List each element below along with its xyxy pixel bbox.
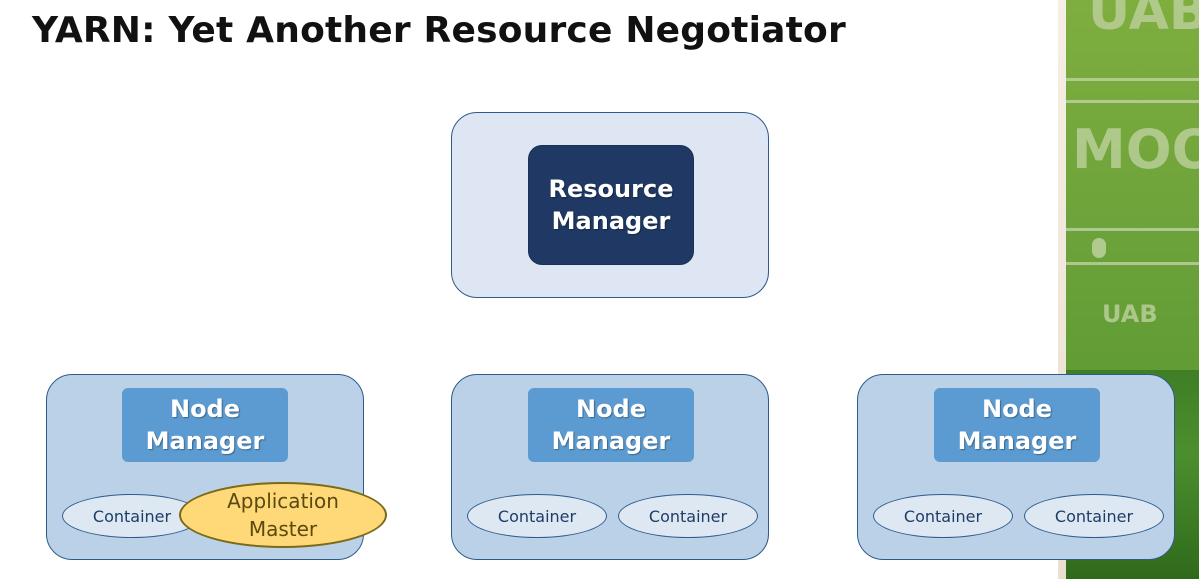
container-2-2: Container — [618, 494, 758, 538]
container-3-1: Container — [873, 494, 1013, 538]
resource-manager-label-2: Manager — [551, 207, 671, 235]
container-3-2: Container — [1024, 494, 1164, 538]
node-manager-box-1: Node Manager — [122, 388, 288, 462]
application-master: Application Master — [179, 482, 387, 548]
node-manager-label-2: Manager — [957, 427, 1077, 455]
node-manager-label-2: Manager — [145, 427, 265, 455]
application-master-label-1: Application — [227, 489, 339, 513]
node-manager-label-2: Manager — [551, 427, 671, 455]
application-master-label-2: Master — [248, 517, 318, 541]
resource-manager-label-1: Resource — [548, 175, 674, 203]
node-manager-box-3: Node Manager — [934, 388, 1100, 462]
container-2-1: Container — [467, 494, 607, 538]
node-manager-label-1: Node — [981, 395, 1053, 423]
node-manager-label-1: Node — [169, 395, 241, 423]
node-manager-box-2: Node Manager — [528, 388, 694, 462]
node-manager-label-1: Node — [575, 395, 647, 423]
page-title: YARN: Yet Another Resource Negotiator — [32, 10, 846, 51]
resource-manager-box: Resource Manager — [528, 145, 694, 265]
